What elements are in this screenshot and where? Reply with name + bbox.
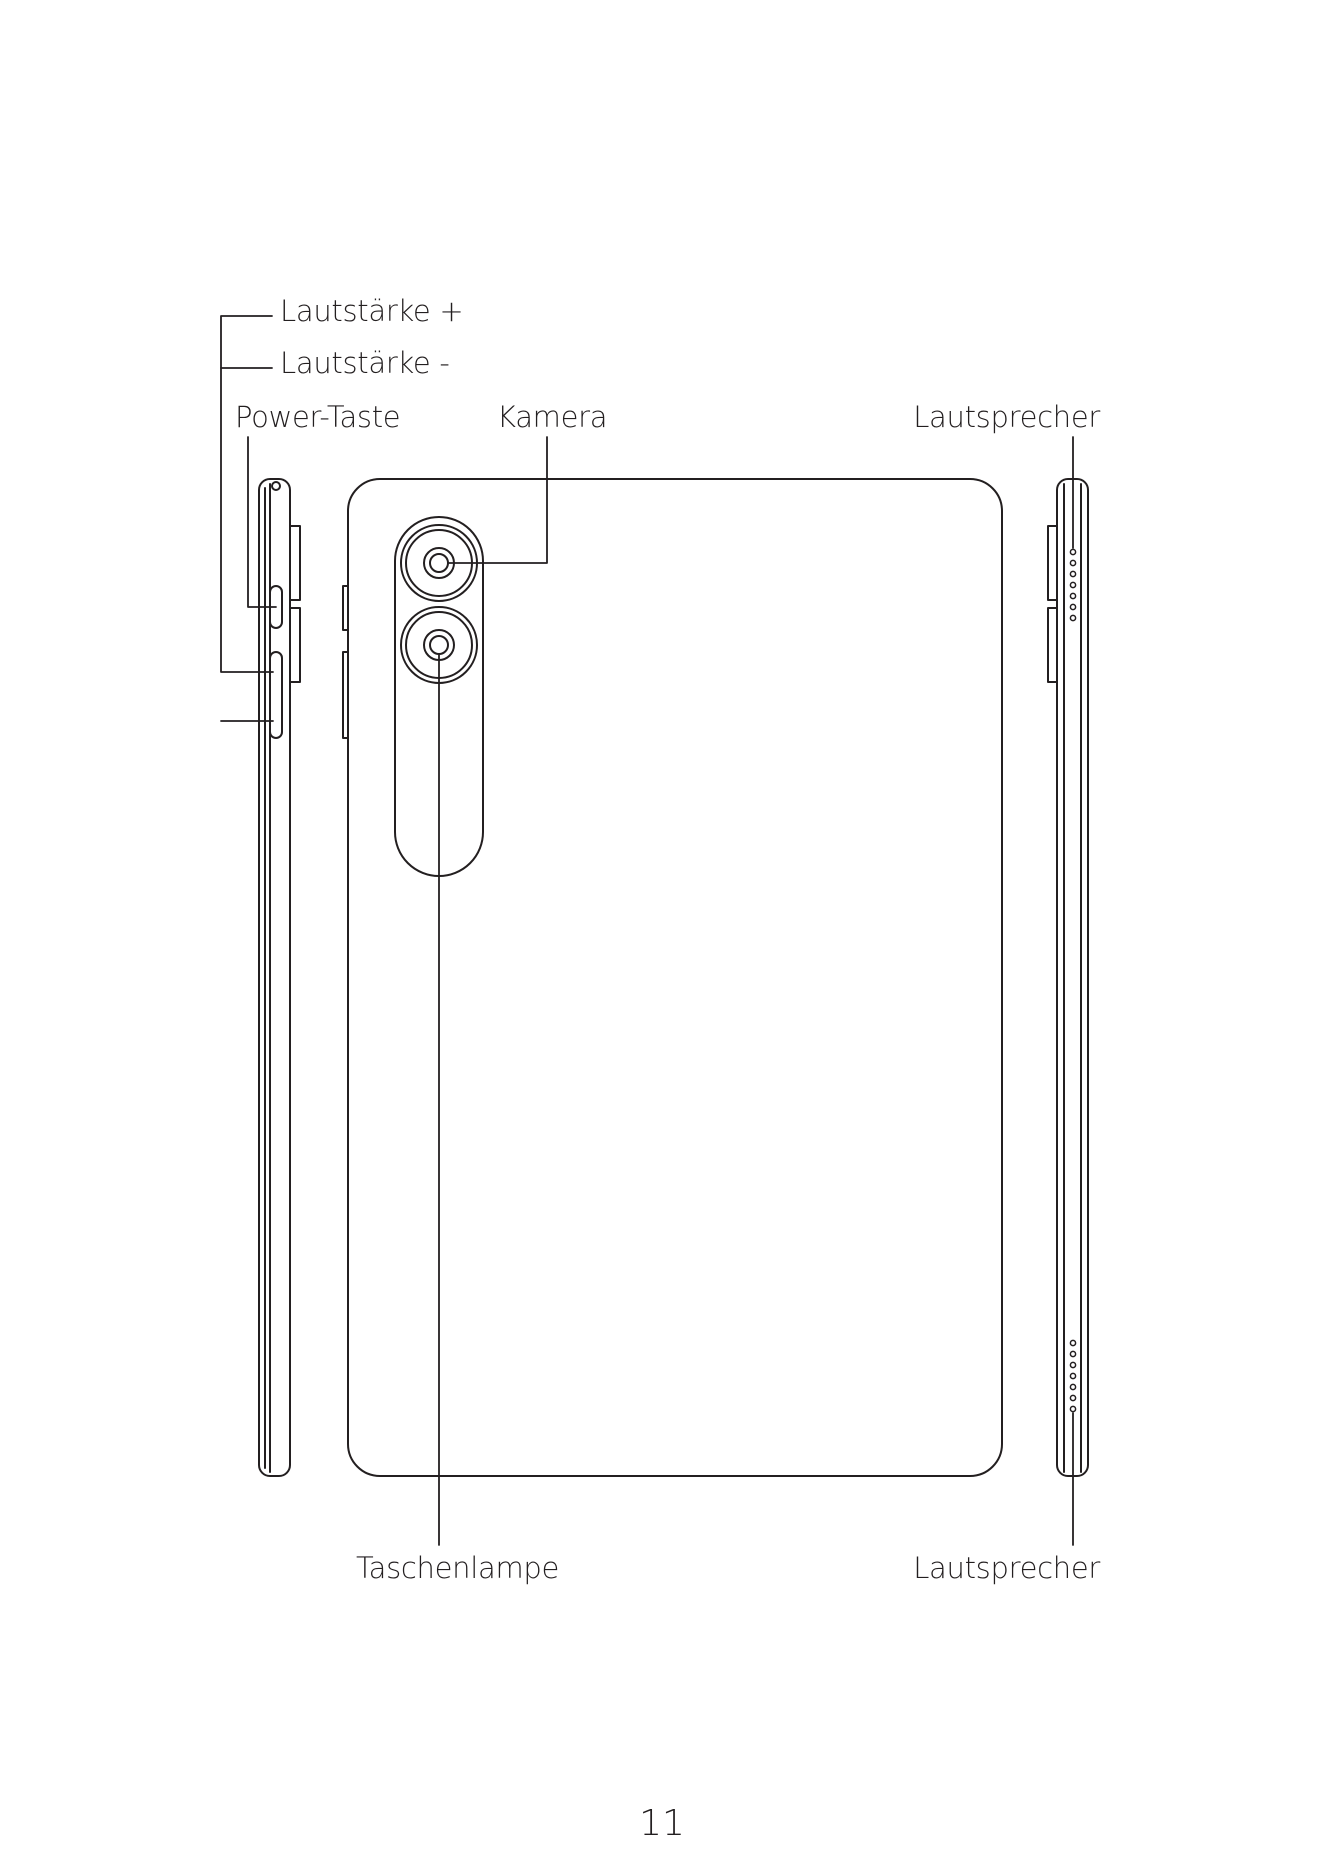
- leader-power: [248, 437, 276, 607]
- back-side-tab-upper: [343, 586, 348, 630]
- label-speaker-bottom: Lautsprecher: [913, 1551, 1100, 1585]
- sim-slot-icon: [272, 482, 280, 490]
- label-power-button: Power-Taste: [235, 400, 400, 434]
- left-side-view: [259, 479, 300, 1476]
- page-number: 11: [0, 1804, 1324, 1844]
- leader-camera: [448, 437, 547, 563]
- back-view: [343, 479, 1002, 1476]
- right-side-body: [1057, 479, 1088, 1476]
- speaker-grille-bottom: [1070, 1340, 1075, 1411]
- right-side-tab-lower: [1048, 608, 1057, 682]
- flashlight-inner: [430, 636, 448, 654]
- label-volume-down: Lautstärke -: [280, 346, 450, 380]
- volume-rocker-shape: [270, 652, 282, 738]
- back-side-tab-lower: [343, 652, 348, 738]
- label-volume-up: Lautstärke +: [280, 294, 463, 328]
- right-side-tab-upper: [1048, 526, 1057, 600]
- left-side-tab-upper: [290, 526, 300, 600]
- label-speaker-top: Lautsprecher: [913, 400, 1100, 434]
- speaker-grille-top: [1070, 549, 1075, 620]
- label-flashlight: Taschenlampe: [356, 1551, 559, 1585]
- label-camera: Kamera: [497, 400, 607, 434]
- left-side-tab-lower: [290, 608, 300, 682]
- camera-lens-inner: [430, 554, 448, 572]
- back-body: [348, 479, 1002, 1476]
- right-side-view: [1048, 479, 1088, 1476]
